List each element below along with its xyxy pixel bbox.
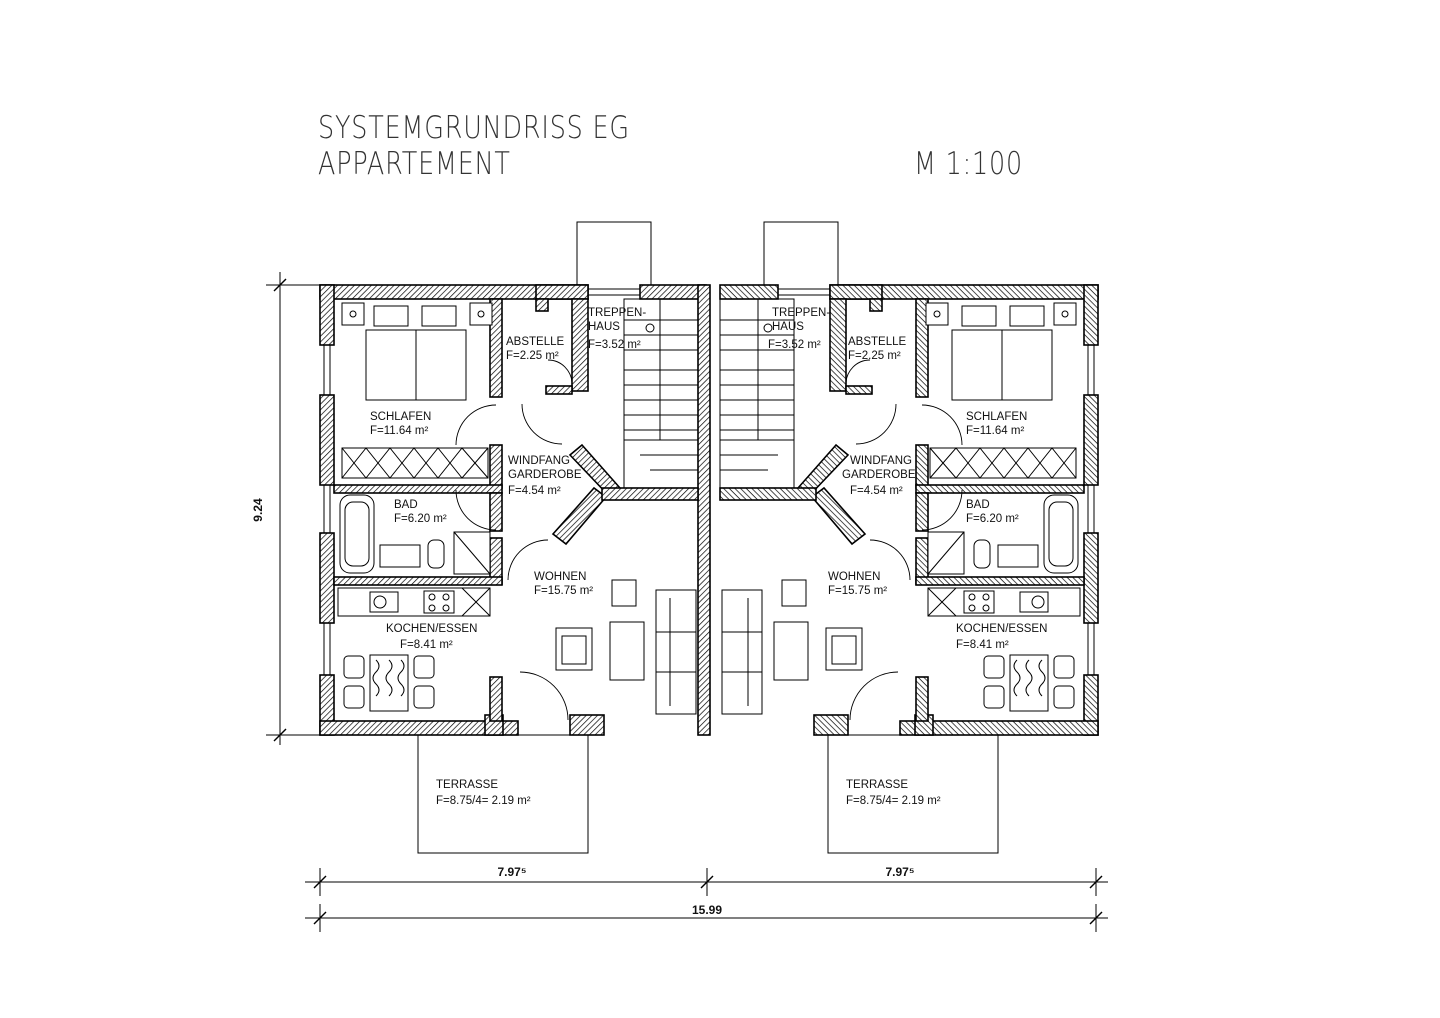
- plan-title-line1: SYSTEMGRUNDRISS EG: [318, 110, 630, 146]
- apartment-left: [319, 284, 711, 854]
- entrance-canopy-right: [763, 221, 839, 285]
- room-terrasse-right-name: TERRASSE: [846, 779, 908, 791]
- room-windfang-left-name2: GARDEROBE: [508, 469, 582, 481]
- toilet: [427, 539, 445, 569]
- dimension-height-label: 9.24: [251, 498, 265, 522]
- dimension-left-width-label: 7.97⁵: [498, 865, 527, 879]
- room-wohnen-left-name: WOHNEN: [534, 571, 586, 583]
- room-kochen-left-area: F=8.41 m²: [400, 639, 453, 651]
- room-kochen-right-name: KOCHEN/ESSEN: [956, 623, 1047, 635]
- room-treppenhaus-left-area: F=3.52 m²: [588, 339, 641, 351]
- apartment-right: [719, 284, 1099, 854]
- room-windfang-right-area: F=4.54 m²: [850, 485, 903, 497]
- wall: [569, 714, 605, 736]
- party-wall: [697, 284, 711, 736]
- wall: [545, 385, 573, 395]
- wall: [333, 484, 503, 494]
- room-treppenhaus-left-name1: TREPPEN-: [588, 307, 646, 319]
- room-terrasse-left-area: F=8.75/4= 2.19 m²: [436, 795, 531, 807]
- wall: [489, 298, 503, 398]
- room-kochen-right-area: F=8.41 m²: [956, 639, 1009, 651]
- room-terrasse-left-name: TERRASSE: [436, 779, 498, 791]
- room-bad-left-name: BAD: [394, 499, 418, 511]
- room-abstelle-right-name: ABSTELLE: [848, 336, 906, 348]
- wall: [319, 394, 335, 486]
- wardrobe: [341, 447, 489, 479]
- room-wohnen-right-name: WOHNEN: [828, 571, 880, 583]
- room-bad-right-name: BAD: [966, 499, 990, 511]
- wall: [333, 576, 503, 586]
- room-schlafen-left-name: SCHLAFEN: [370, 411, 431, 423]
- room-wohnen-right-area: F=15.75 m²: [828, 585, 887, 597]
- wall: [489, 676, 503, 722]
- room-schlafen-right-name: SCHLAFEN: [966, 411, 1027, 423]
- room-bad-left-area: F=6.20 m²: [394, 513, 447, 525]
- room-treppenhaus-right-area: F=3.52 m²: [768, 339, 821, 351]
- dimension-total-width-label: 15.99: [692, 903, 722, 917]
- wall: [535, 284, 589, 300]
- room-abstelle-left-name: ABSTELLE: [506, 336, 564, 348]
- room-schlafen-right-area: F=11.64 m²: [966, 425, 1024, 437]
- room-windfang-left-name1: WINDFANG: [508, 455, 570, 467]
- room-treppenhaus-right-name2: HAUS: [772, 321, 804, 333]
- plan-title-line2: APPARTEMENT: [318, 146, 511, 182]
- room-treppenhaus-right-name1: TREPPEN-: [772, 307, 830, 319]
- dining-table: [369, 654, 409, 712]
- wall: [639, 284, 707, 300]
- room-windfang-right-name1: WINDFANG: [850, 455, 912, 467]
- room-abstelle-left-area: F=2.25 m²: [506, 350, 559, 362]
- room-abstelle-right-area: F=2.25 m²: [848, 350, 901, 362]
- wall: [489, 492, 503, 532]
- washbasin: [379, 544, 421, 568]
- entrance-canopy-left: [576, 221, 652, 285]
- wall: [535, 298, 549, 312]
- room-terrasse-right-area: F=8.75/4= 2.19 m²: [846, 795, 941, 807]
- dimension-right-width-label: 7.97⁵: [886, 865, 915, 879]
- wall: [489, 444, 503, 489]
- dimension-width-total: [305, 904, 1108, 932]
- wall: [319, 284, 335, 346]
- room-treppenhaus-left-name2: HAUS: [588, 321, 620, 333]
- room-windfang-right-name2: GARDEROBE: [842, 469, 916, 481]
- wall: [319, 532, 335, 624]
- dimension-height: [266, 272, 330, 745]
- plan-scale: M 1:100: [914, 146, 1024, 182]
- terrace: [417, 734, 589, 854]
- dimension-width-partial: [305, 868, 1108, 896]
- room-bad-right-area: F=6.20 m²: [966, 513, 1019, 525]
- coffee-table: [609, 621, 645, 681]
- room-windfang-left-area: F=4.54 m²: [508, 485, 561, 497]
- side-table: [611, 579, 637, 607]
- wall: [571, 298, 589, 392]
- room-wohnen-left-area: F=15.75 m²: [534, 585, 593, 597]
- wall: [601, 487, 699, 501]
- kitchen-counter: [337, 587, 491, 617]
- room-schlafen-left-area: F=11.64 m²: [370, 425, 428, 437]
- sofa: [655, 589, 697, 715]
- staircase: [623, 298, 699, 489]
- room-kochen-left-name: KOCHEN/ESSEN: [386, 623, 477, 635]
